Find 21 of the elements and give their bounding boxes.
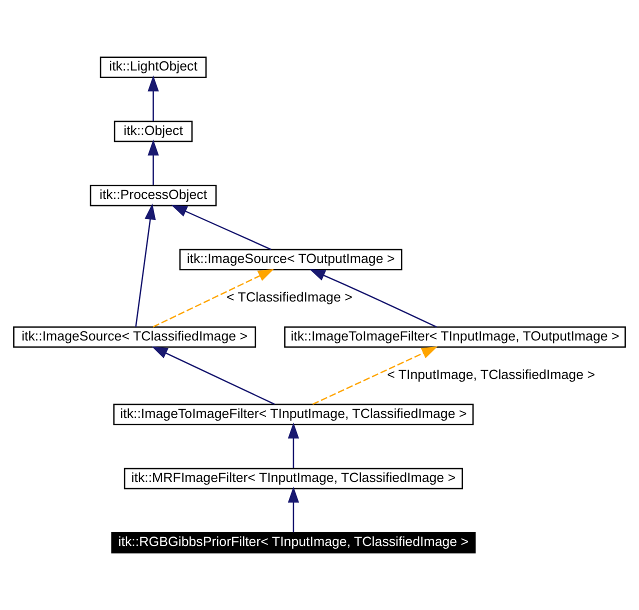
arrow	[135, 204, 156, 328]
node-box: itk::MRFImageFilter< TInputImage, TClassifiedImage >	[124, 468, 464, 490]
node-box: itk::ImageSource< TClassifiedImage >	[13, 326, 256, 348]
arrow	[288, 486, 300, 532]
arrow	[148, 75, 159, 122]
arrow	[309, 268, 437, 328]
edge-label: < TClassifiedImage >	[226, 290, 352, 305]
node-box: itk::ImageSource< TOutputImage >	[179, 248, 402, 270]
arrow	[148, 139, 159, 186]
arrow	[288, 422, 300, 468]
node-box: itk::LightObject	[100, 56, 207, 78]
arrow	[312, 346, 438, 405]
node-box: itk::ImageToImageFilter< TInputImage, TOutputImage >	[284, 326, 626, 348]
arrow	[152, 346, 275, 405]
node-box: itk::ImageToImageFilter< TInputImage, TClassifiedImage >	[113, 404, 474, 426]
edge-label: < TInputImage, TClassifiedImage >	[387, 367, 596, 382]
node-box: itk::RGBGibbsPriorFilter< TInputImage, TClassifiedImage >	[111, 532, 476, 554]
node-box: itk::ProcessObject	[90, 184, 217, 206]
arrow	[171, 204, 272, 250]
node-box: itk::Object	[114, 120, 193, 142]
arrow	[152, 268, 274, 328]
